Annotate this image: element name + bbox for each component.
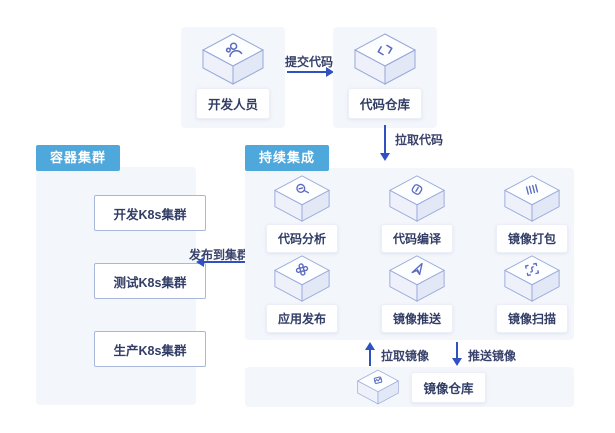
ci-item-image-scan: 镜像扫描 xyxy=(480,255,584,333)
ci-item-label: 镜像扫描 xyxy=(495,304,568,333)
test-k8s-cluster-box: 测试K8s集群 xyxy=(94,263,206,299)
ci-item-code-compile: 代码编译 xyxy=(365,175,469,253)
submit-code-arrow-label: 提交代码 xyxy=(284,55,333,69)
pull-image-arrow-label: 拉取镜像 xyxy=(381,349,430,363)
deploy-arrow-line xyxy=(203,261,245,263)
ci-item-label: 代码分析 xyxy=(265,224,338,253)
push-image-arrow-label: 推送镜像 xyxy=(468,349,517,363)
code-repo-icon xyxy=(354,33,416,85)
developer-label: 开发人员 xyxy=(195,88,270,119)
submit-code-arrowhead-icon xyxy=(326,67,334,77)
code-repo-label: 代码仓库 xyxy=(347,88,422,119)
pull-code-arrowhead-icon xyxy=(380,153,390,161)
ci-item-code-analysis: 代码分析 xyxy=(250,175,354,253)
code-repo-node: 代码仓库 xyxy=(333,27,437,128)
code-analysis-icon xyxy=(274,175,330,222)
image-registry-icon xyxy=(357,369,400,405)
ci-item-image-package: 镜像打包 xyxy=(480,175,584,253)
registry-content: 镜像仓库 xyxy=(245,367,574,407)
app-release-icon xyxy=(274,255,330,302)
prod-k8s-cluster-box: 生产K8s集群 xyxy=(94,331,206,367)
registry-label: 镜像仓库 xyxy=(411,371,486,403)
ci-item-app-release: 应用发布 xyxy=(250,255,354,333)
developer-icon xyxy=(202,33,264,85)
pull-image-arrow-line xyxy=(369,349,371,366)
ci-item-label: 应用发布 xyxy=(265,304,338,333)
image-scan-icon xyxy=(504,255,560,302)
push-image-arrow-line xyxy=(456,342,458,359)
ci-item-image-push: 镜像推送 xyxy=(365,255,469,333)
ci-panel-title: 持续集成 xyxy=(245,145,329,171)
pull-image-arrowhead-icon xyxy=(365,342,375,350)
dev-k8s-cluster-box: 开发K8s集群 xyxy=(94,195,206,231)
registry-node xyxy=(245,367,574,407)
ci-item-label: 镜像打包 xyxy=(495,224,568,253)
push-image-arrowhead-icon xyxy=(452,358,462,366)
submit-code-arrow-line xyxy=(287,71,327,73)
ci-item-label: 镜像推送 xyxy=(380,304,453,333)
image-push-icon xyxy=(389,255,445,302)
pull-code-arrow-line xyxy=(384,125,386,153)
deploy-arrowhead-icon xyxy=(196,257,204,267)
developer-node: 开发人员 xyxy=(181,27,285,128)
ci-item-label: 代码编译 xyxy=(380,224,453,253)
pull-code-arrow-label: 拉取代码 xyxy=(395,133,444,147)
cluster-panel-title: 容器集群 xyxy=(36,145,120,171)
cluster-panel: 开发K8s集群 测试K8s集群 生产K8s集群 xyxy=(36,167,206,405)
image-package-icon xyxy=(504,175,560,222)
code-compile-icon xyxy=(389,175,445,222)
